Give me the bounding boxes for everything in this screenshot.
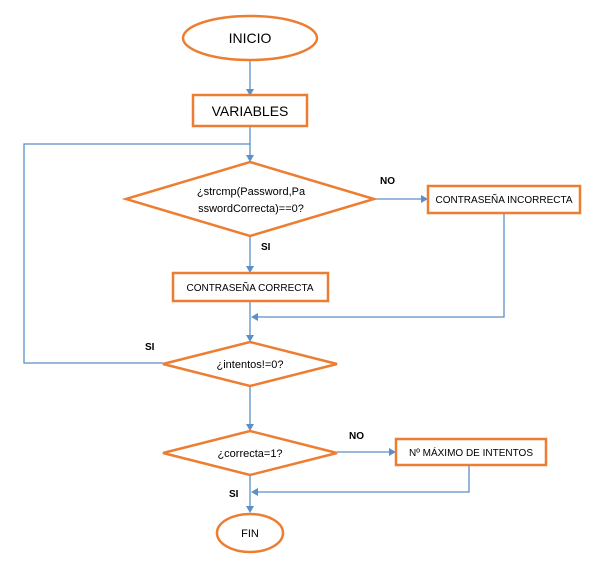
arrowhead: [246, 424, 254, 431]
edge-loop-back: [23, 143, 250, 364]
inicio-label: INICIO: [229, 30, 272, 46]
process-correcta: [171, 271, 330, 303]
decision-password-line-1: ¿strcmp(Password,Pa: [197, 186, 306, 198]
arrowhead: [246, 155, 254, 162]
node-variables: VARIABLES: [191, 93, 309, 128]
label-password-no: NO: [380, 176, 395, 187]
terminal-end: [215, 512, 285, 554]
arrowhead: [246, 89, 254, 96]
fin-label: FIN: [241, 528, 259, 540]
decision-intentos-label: ¿intentos!=0?: [217, 359, 284, 371]
node-maximo: Nº MÁXIMO DE INTENTOS: [394, 437, 548, 467]
arrowhead: [246, 266, 254, 273]
label-correcta-no: NO: [349, 431, 364, 442]
decision-intentos-shape: [162, 340, 338, 388]
process-incorrecta: [426, 184, 582, 215]
arrowhead: [251, 488, 258, 496]
node-decision-intentos: ¿intentos!=0?: [162, 340, 338, 388]
decision-correcta-shape: [162, 429, 338, 477]
process-maximo: [394, 437, 548, 467]
arrowhead: [246, 506, 254, 513]
arrowhead: [389, 448, 396, 456]
arrowhead: [246, 335, 254, 342]
incorrecta-label: CONTRASEÑA INCORRECTA: [435, 193, 572, 206]
connectors: [23, 60, 505, 513]
label-intentos-si: SI: [145, 342, 155, 353]
variables-label: VARIABLES: [212, 103, 289, 119]
arrowhead: [421, 195, 428, 203]
node-incorrecta: CONTRASEÑA INCORRECTA: [426, 184, 582, 215]
label-password-si: SI: [261, 242, 271, 253]
edge-labels: NO SI SI NO SI: [145, 176, 395, 500]
node-fin: FIN: [215, 512, 285, 554]
node-correcta: CONTRASEÑA CORRECTA: [171, 271, 330, 303]
arrowhead: [251, 313, 258, 321]
decision-password-line-2: sswordCorrecta)==0?: [198, 203, 304, 215]
label-correcta-si: SI: [229, 489, 239, 500]
correcta-label: CONTRASEÑA CORRECTA: [186, 281, 313, 294]
terminal-start: [181, 14, 319, 62]
process-variables: [191, 93, 309, 128]
edge-maximo-merge: [256, 465, 470, 493]
decision-correcta-label: ¿correcta=1?: [217, 448, 282, 460]
edge-incorrecta-merge: [256, 213, 505, 318]
maximo-label: Nº MÁXIMO DE INTENTOS: [409, 446, 533, 459]
node-inicio: INICIO: [181, 14, 319, 62]
decision-password-shape: [121, 160, 379, 238]
node-decision-correcta: ¿correcta=1?: [162, 429, 338, 477]
node-decision-password: ¿strcmp(Password,Pa sswordCorrecta)==0?: [121, 160, 379, 238]
